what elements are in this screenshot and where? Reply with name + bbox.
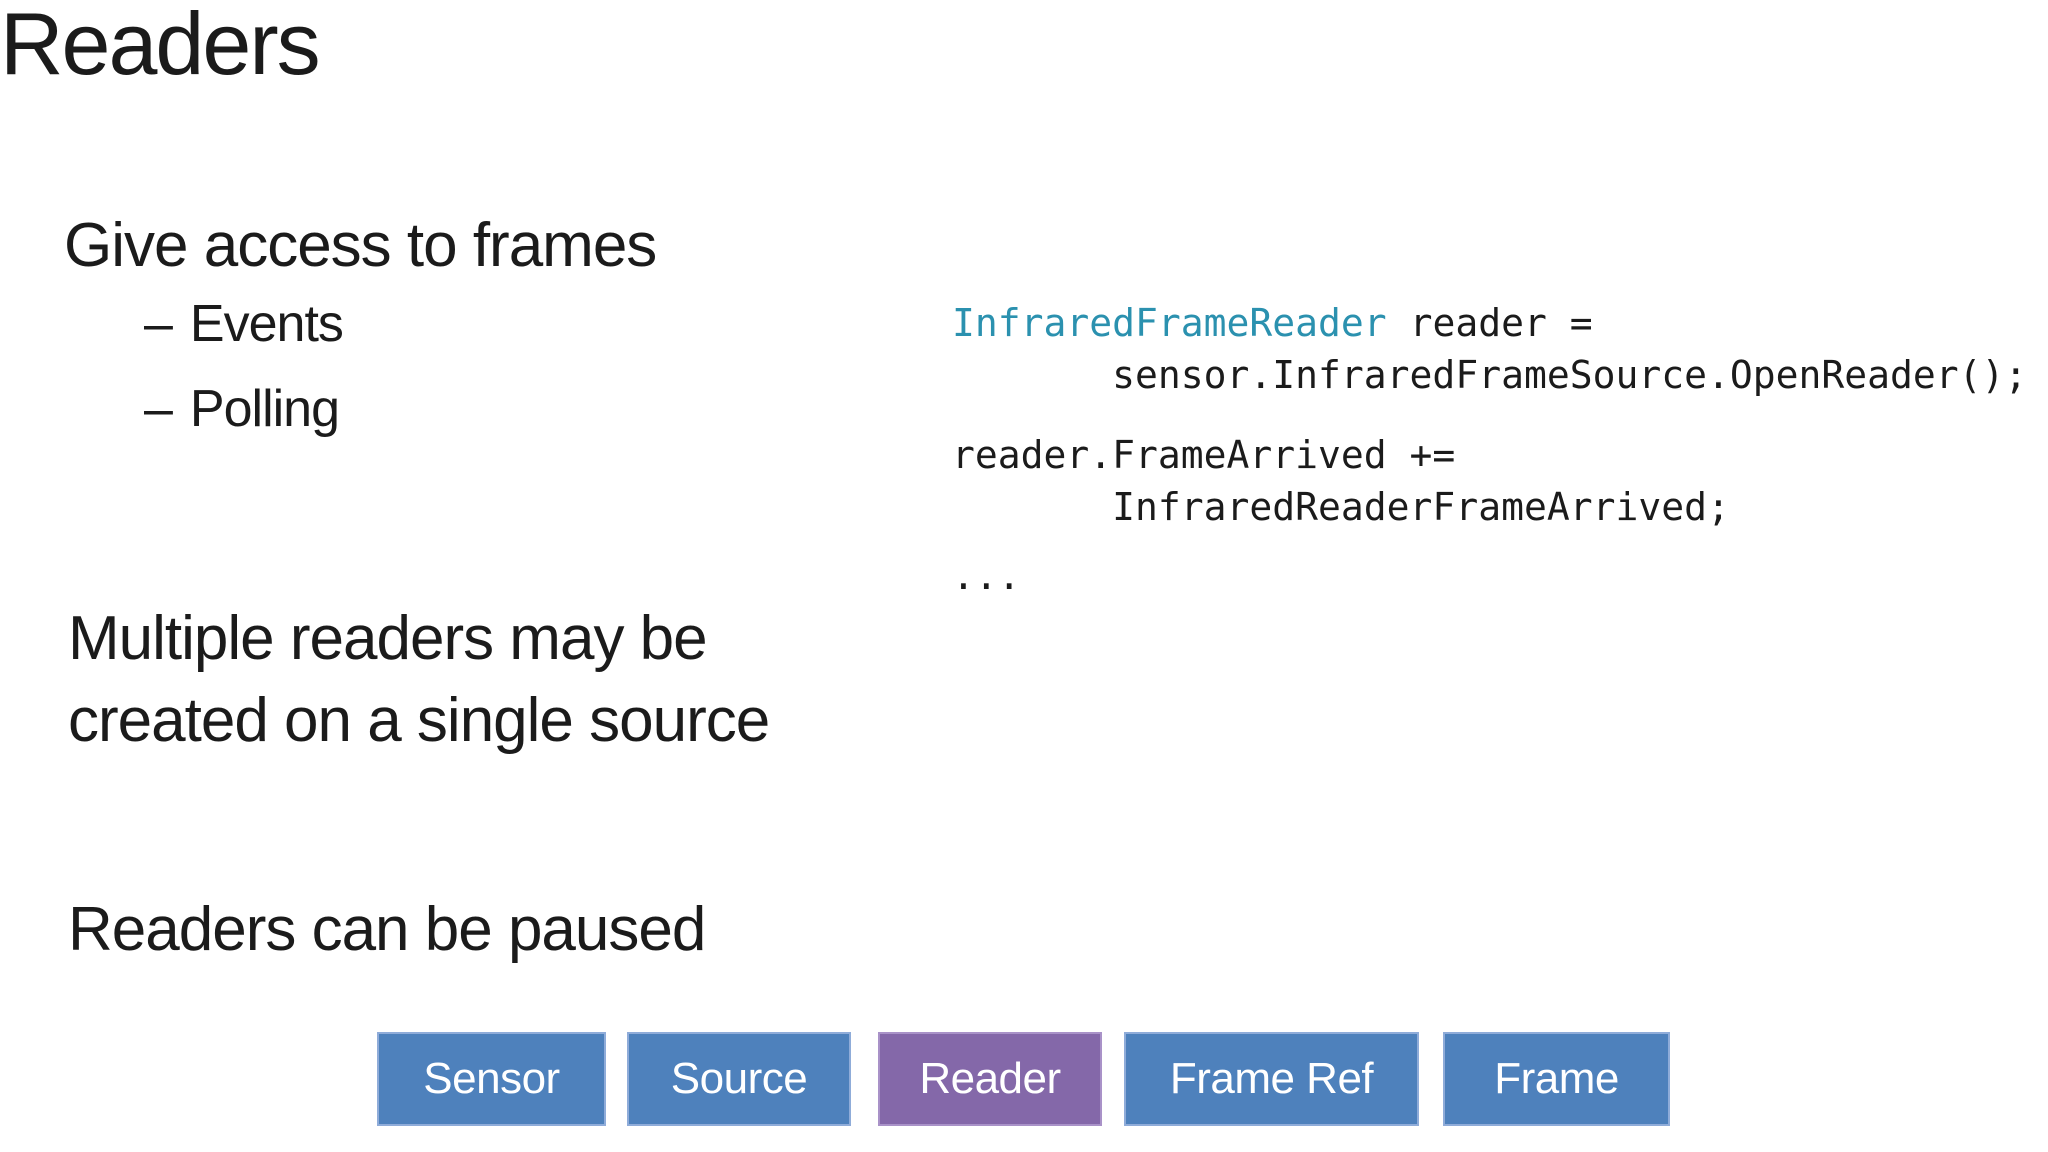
code-ellipsis: ... <box>952 554 1021 598</box>
pipeline-box-reader-highlighted: Reader <box>878 1032 1102 1126</box>
code-line-open-reader-call: sensor.InfraredFrameSource.OpenReader(); <box>952 353 2028 397</box>
pipeline-box-frame: Frame <box>1443 1032 1670 1126</box>
sub-bullet-events: –Events <box>144 294 344 354</box>
slide-title: Readers <box>0 0 321 93</box>
sub-bullet-polling: –Polling <box>144 379 340 439</box>
code-line-event-handler: InfraredReaderFrameArrived; <box>952 485 1730 529</box>
pipeline-box-source-label: Source <box>670 1054 808 1103</box>
code-block-frame-arrived: reader.FrameArrived += InfraredReaderFra… <box>952 429 1730 533</box>
bullet-multiple-readers: Multiple readers may be created on a sin… <box>68 598 770 762</box>
pipeline-box-sensor: Sensor <box>377 1032 606 1126</box>
pipeline-box-source: Source <box>627 1032 851 1126</box>
code-line-event-subscribe: reader.FrameArrived += <box>952 433 1456 477</box>
sub-bullet-events-label: Events <box>189 295 344 353</box>
bullet-give-access: Give access to frames <box>64 211 657 280</box>
code-block-open-reader: InfraredFrameReader reader = sensor.Infr… <box>952 297 2027 401</box>
pipeline-box-frame-label: Frame <box>1494 1054 1619 1103</box>
pipeline-box-sensor-label: Sensor <box>423 1054 560 1103</box>
bullet-readers-paused: Readers can be paused <box>68 895 706 964</box>
bullet-multiple-readers-line2: created on a single source <box>68 686 770 755</box>
bullet-multiple-readers-line1: Multiple readers may be <box>68 604 708 673</box>
code-declaration-rest: reader = <box>1386 301 1593 345</box>
code-line-declaration: InfraredFrameReader reader = <box>952 297 2027 349</box>
pipeline-box-frame-ref: Frame Ref <box>1124 1032 1419 1126</box>
code-type-keyword: InfraredFrameReader <box>952 301 1387 345</box>
sub-bullet-polling-label: Polling <box>189 380 340 438</box>
pipeline-box-reader-label: Reader <box>919 1054 1061 1103</box>
dash-bullet-icon: – <box>144 295 173 353</box>
pipeline-box-frame-ref-label: Frame Ref <box>1169 1054 1374 1103</box>
dash-bullet-icon: – <box>144 380 173 438</box>
